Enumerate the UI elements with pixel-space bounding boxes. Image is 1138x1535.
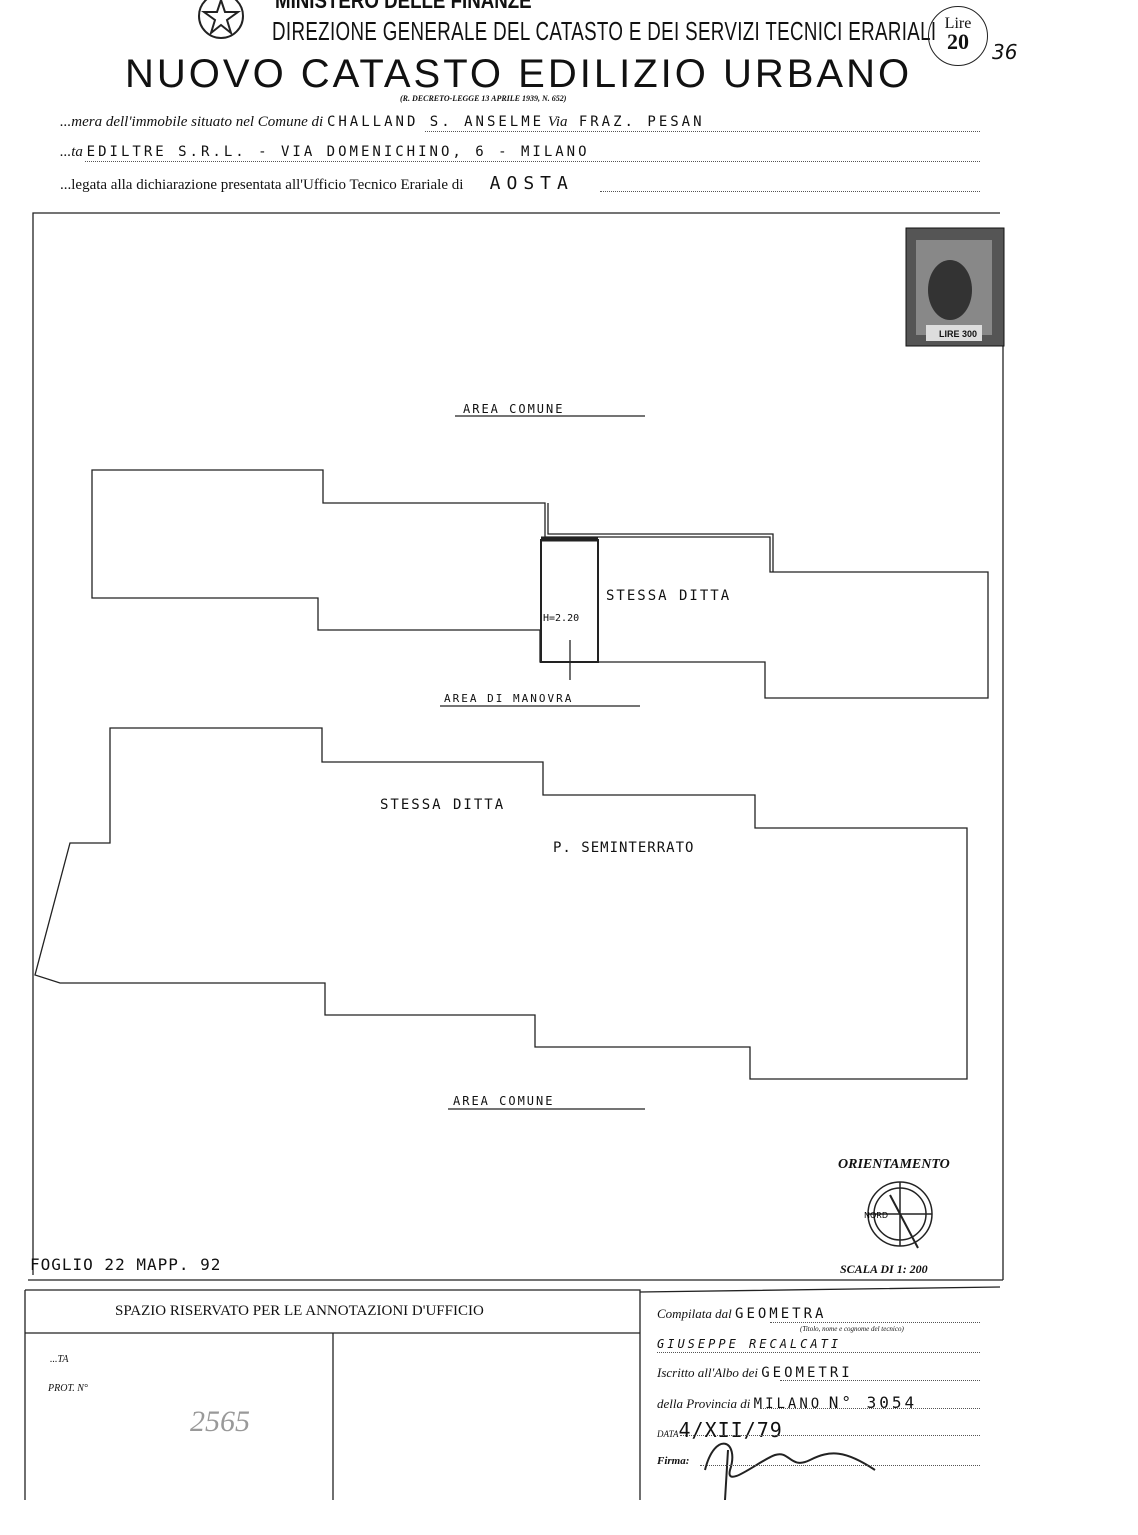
label-area-comune-bottom: AREA COMUNE: [453, 1094, 555, 1108]
albo-value: GEOMETRI: [761, 1365, 853, 1381]
albo-row: Iscritto all'Albo dei GEOMETRI: [657, 1365, 853, 1381]
date-row: DATA4/XII/79: [657, 1418, 783, 1442]
owner-value: EDILTRE S.R.L. - VIA DOMENICHINO, 6 - MI…: [86, 144, 590, 160]
upper-building-outline: [91, 469, 989, 699]
province-label: della Provincia di: [657, 1396, 751, 1411]
compass-icon: [867, 1181, 933, 1249]
date-value: 4/XII/79: [678, 1418, 783, 1442]
scale-label: SCALA DI 1: 200: [840, 1262, 928, 1276]
owner-row: ...ta EDILTRE S.R.L. - VIA DOMENICHINO, …: [60, 144, 590, 161]
comune-value: CHALLAND S. ANSELME: [326, 114, 545, 130]
compiler-name: GIUSEPPE RECALCATI: [657, 1337, 842, 1351]
via-label: Via: [547, 114, 568, 130]
via-value: FRAZ. PESAN: [578, 114, 705, 130]
revenue-stamp: [905, 227, 1005, 347]
owner-label: ...ta: [60, 144, 83, 160]
lower-building-outline: [34, 727, 968, 1080]
label-stessa-ditta-upper: STESSA DITTA: [606, 588, 732, 604]
revenue-stamp-value: LIRE 300: [939, 329, 978, 339]
decree-reference: (R. DECRETO-LEGGE 13 APRILE 1939, N. 652…: [400, 94, 567, 103]
province-row: della Provincia di MILANO N° 3054: [657, 1393, 917, 1412]
drawing-frame: [28, 212, 1004, 1281]
compiler-title-hint: (Titolo, nome e cognome del tecnico): [800, 1325, 904, 1333]
location-row: ...mera dell'immobile situato nel Comune…: [60, 114, 705, 131]
sheet-reference: FOGLIO 22 MAPP. 92: [30, 1255, 222, 1274]
compiled-label: Compilata dal: [657, 1306, 732, 1321]
registration-number: N° 3054: [828, 1393, 918, 1412]
orientation-label: ORIENTAMENTO: [838, 1157, 950, 1172]
label-area-comune-top: AREA COMUNE: [463, 402, 565, 416]
label-height: H=2.20: [543, 613, 580, 624]
office-box-lines: [24, 1286, 1001, 1500]
compiler-title: GEOMETRA: [735, 1306, 827, 1322]
signature-label: Firma:: [657, 1455, 690, 1467]
province-value: MILANO: [753, 1396, 823, 1412]
office-value: AOSTA: [489, 173, 574, 194]
office-row: ...legata alla dichiarazione presentata …: [60, 173, 574, 194]
document-title: NUOVO CATASTO EDILIZIO URBANO: [125, 52, 913, 96]
protocol-number: 2565: [190, 1405, 250, 1438]
office-label: ...legata alla dichiarazione presentata …: [60, 177, 464, 193]
office-box-title: SPAZIO RISERVATO PER LE ANNOTAZIONI D'UF…: [115, 1303, 484, 1319]
direction-heading: DIREZIONE GENERALE DEL CATASTO E DEI SER…: [272, 16, 937, 46]
date-label: DATA: [657, 1429, 679, 1439]
label-stessa-ditta-lower: STESSA DITTA: [380, 797, 506, 813]
compiled-row: Compilata dal GEOMETRA: [657, 1306, 826, 1322]
location-label: ...mera dell'immobile situato nel Comune…: [60, 114, 324, 130]
duty-stamp-label: Lire: [944, 15, 972, 32]
label-area-manovra: AREA DI MANOVRA: [444, 692, 574, 705]
duty-stamp-value: 20: [947, 29, 969, 54]
page-number: 36: [992, 40, 1018, 64]
compass-north-label: NORD: [864, 1211, 888, 1220]
label-floor: P. SEMINTERRATO: [553, 840, 695, 856]
office-label-ta: ...TA: [50, 1354, 69, 1365]
ministry-heading: MINISTERO DELLE FINANZE: [275, 0, 532, 13]
office-label-prot: PROT. N°: [48, 1383, 88, 1394]
state-emblem-icon: [198, 0, 244, 39]
signature: [704, 1442, 876, 1501]
albo-label: Iscritto all'Albo dei: [657, 1365, 758, 1380]
